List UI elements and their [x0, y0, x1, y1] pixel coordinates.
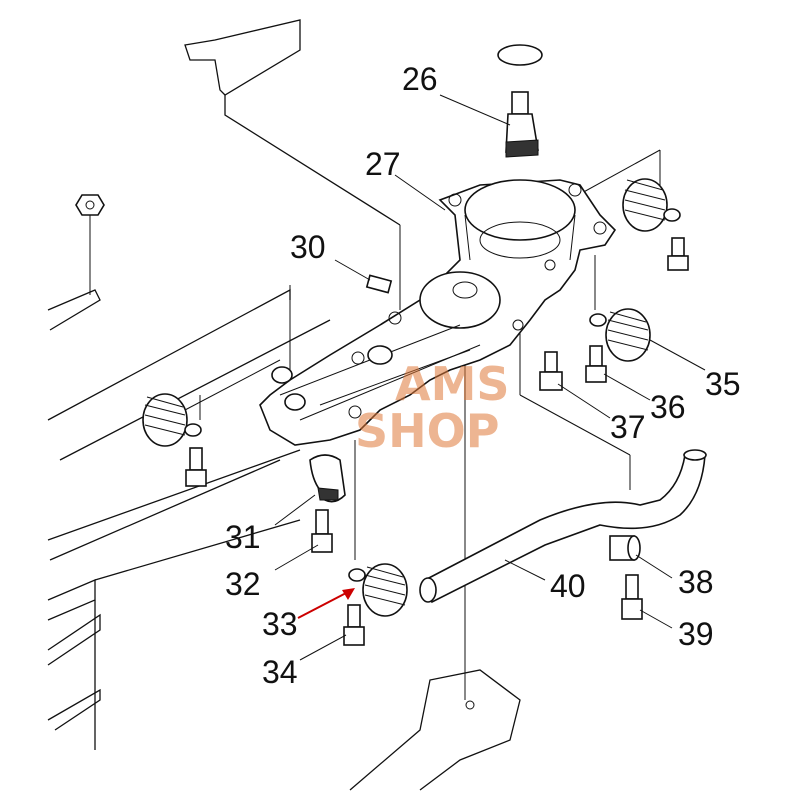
callout-30: 30 — [290, 229, 326, 265]
clamp-31 — [309, 454, 346, 503]
callout-37: 37 — [610, 409, 646, 445]
chassis-outline — [47, 19, 521, 791]
screw-left-top — [75, 194, 105, 216]
callout-40: 40 — [550, 568, 586, 604]
watermark-line1: AMS — [395, 357, 510, 411]
set-screw-30 — [365, 274, 393, 294]
callout-leaders — [274, 94, 706, 661]
spring-top-right — [622, 178, 681, 232]
screw-36 — [585, 345, 607, 383]
screw-34 — [343, 604, 365, 646]
callout-36: 36 — [650, 389, 686, 425]
screw-top-right — [667, 237, 689, 271]
callout-33: 33 — [262, 606, 298, 642]
screw-left — [185, 447, 207, 487]
screw-39 — [621, 574, 643, 620]
callout-39: 39 — [678, 616, 714, 652]
screw-37 — [539, 351, 563, 391]
callout-26: 26 — [402, 61, 438, 97]
callout-35: 35 — [705, 366, 741, 402]
callout-numbers: 26 27 30 31 32 33 34 35 36 37 38 39 40 — [225, 61, 741, 690]
spring-33 — [348, 563, 408, 617]
gear-housing-27 — [259, 179, 617, 446]
shaft-26 — [497, 44, 543, 158]
bushing-38 — [609, 535, 641, 561]
watermark-line2: SHOP — [355, 404, 499, 458]
callout-27: 27 — [365, 146, 401, 182]
watermark: AMS SHOP — [355, 357, 510, 458]
highlight-arrow — [297, 588, 355, 619]
callout-38: 38 — [678, 564, 714, 600]
spring-35 — [589, 308, 651, 362]
screw-32 — [311, 509, 333, 553]
spring-left — [142, 393, 202, 447]
callout-34: 34 — [262, 654, 298, 690]
callout-31: 31 — [225, 519, 261, 555]
pipe-40 — [419, 449, 707, 604]
callout-32: 32 — [225, 566, 261, 602]
screws — [75, 194, 689, 646]
